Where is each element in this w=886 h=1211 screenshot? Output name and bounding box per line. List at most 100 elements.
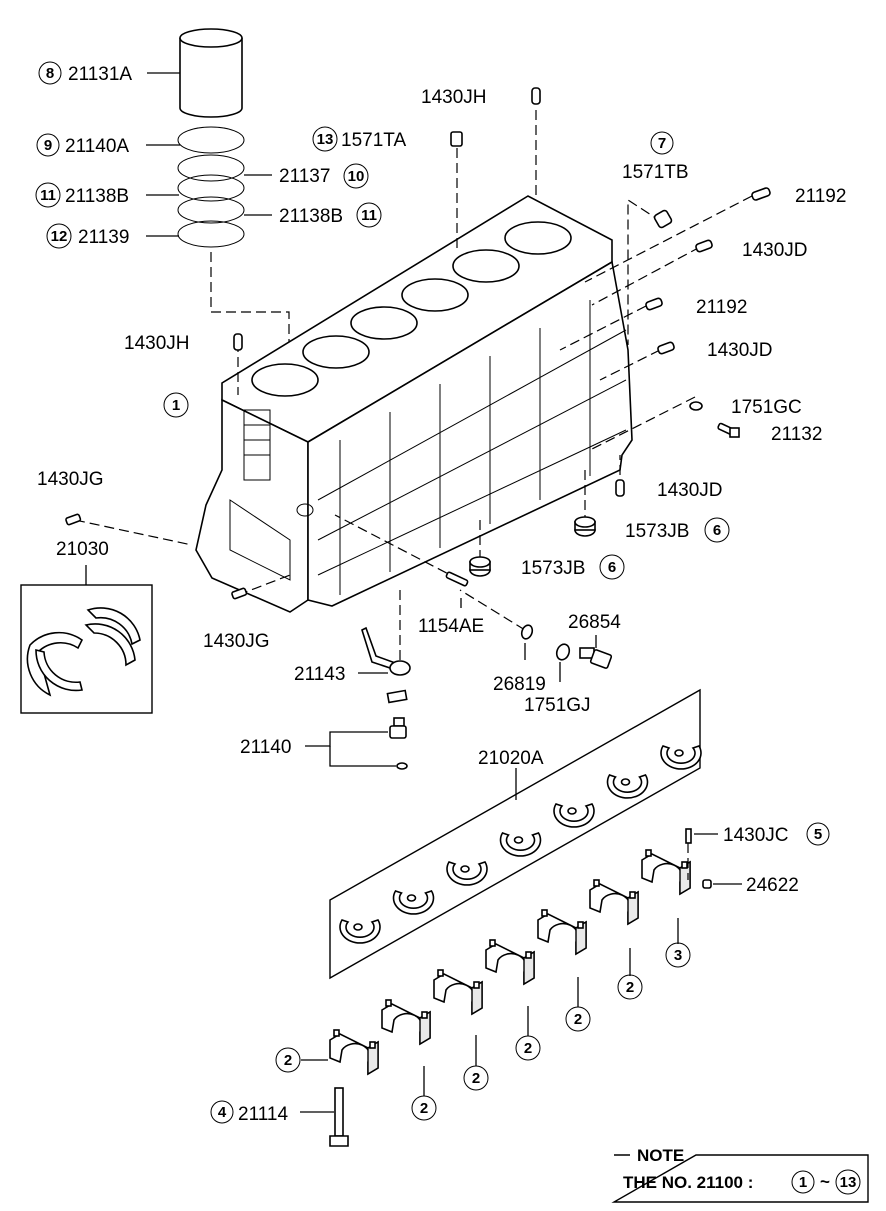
callout-11-right: 11 — [356, 202, 382, 228]
svg-text:10: 10 — [348, 168, 365, 185]
label-21192-b: 21192 — [696, 297, 747, 318]
part-labels: 21131A 21140A 21137 21138B 21138B 21139 … — [37, 64, 846, 1125]
label-1573jb-a: 1573JB — [625, 521, 689, 542]
callout-2-a: 2 — [617, 974, 643, 1000]
label-1571ta: 1571TA — [341, 130, 406, 151]
piston-rings — [177, 126, 245, 248]
label-21114: 21114 — [238, 1104, 288, 1125]
svg-text:6: 6 — [713, 522, 721, 539]
label-1751gc: 1751GC — [731, 397, 802, 418]
callout-2-b: 2 — [565, 1006, 591, 1032]
callout-9: 9 — [36, 133, 60, 157]
main-bearing-cap — [381, 999, 431, 1046]
svg-text:13: 13 — [317, 131, 334, 148]
pin-1430jd-c — [615, 479, 625, 497]
callout-12: 12 — [46, 223, 72, 249]
svg-text:2: 2 — [284, 1052, 292, 1069]
bearing-shell — [606, 774, 649, 799]
callout-2-d: 2 — [463, 1065, 489, 1091]
label-1573jb-b: 1573JB — [521, 558, 585, 579]
label-21131a: 21131A — [68, 64, 132, 85]
label-21030: 21030 — [56, 539, 109, 560]
svg-text:4: 4 — [218, 1104, 227, 1121]
upper-bearing-panel — [329, 688, 702, 980]
svg-text:2: 2 — [626, 979, 634, 996]
main-bearing-cap — [589, 879, 639, 926]
oil-jet-21143 — [361, 626, 411, 704]
pin-1430jd-a — [695, 239, 713, 253]
label-1430jd-b: 1430JD — [707, 340, 773, 361]
svg-text:9: 9 — [44, 137, 52, 154]
bearing-shell — [446, 861, 488, 886]
bearing-shell — [660, 745, 702, 770]
bearing-shell — [339, 919, 381, 944]
main-bearing-cap — [329, 1029, 379, 1076]
bearing-shell — [499, 832, 542, 857]
gasket-1751gj — [555, 643, 571, 661]
note-sep: ~ — [820, 1172, 830, 1191]
callout-6-b: 6 — [599, 554, 625, 580]
stud-1154ae — [445, 571, 469, 587]
callout-13: 13 — [312, 126, 338, 152]
label-21138b-left: 21138B — [65, 186, 129, 207]
svg-text:11: 11 — [361, 207, 377, 224]
bearing-shell — [553, 803, 595, 828]
main-bearing-cap — [641, 849, 691, 896]
label-1430jh-left: 1430JH — [124, 333, 190, 354]
label-21140a: 21140A — [65, 136, 129, 157]
label-21143: 21143 — [294, 664, 345, 685]
callout-3: 3 — [665, 942, 691, 968]
svg-text:3: 3 — [674, 947, 682, 964]
bearing-shell — [392, 890, 435, 915]
bolt-21140 — [389, 717, 408, 770]
svg-text:7: 7 — [658, 135, 666, 152]
label-1430jh-top: 1430JH — [421, 87, 487, 108]
main-bearing-cap — [537, 909, 587, 956]
label-21140: 21140 — [240, 737, 291, 758]
callout-5: 5 — [806, 822, 830, 846]
svg-text:2: 2 — [524, 1040, 532, 1057]
label-21139: 21139 — [78, 227, 129, 248]
svg-text:1: 1 — [172, 397, 180, 414]
dowel-pin-top — [531, 87, 541, 105]
pin-1430jd-b — [657, 341, 675, 355]
callout-11-left: 11 — [35, 182, 61, 208]
label-1430jg-b: 1430JG — [203, 631, 270, 652]
label-21138b-right: 21138B — [279, 206, 343, 227]
label-21132: 21132 — [771, 424, 822, 445]
washer-1751gc — [689, 401, 703, 411]
label-1430jd-c: 1430JD — [657, 480, 723, 501]
label-1430jg-a: 1430JG — [37, 469, 104, 490]
callout-6-a: 6 — [704, 517, 730, 543]
label-24622: 24622 — [746, 875, 799, 896]
note-text: THE NO. 21100 : — [623, 1173, 753, 1192]
thrust-washer-box — [20, 565, 153, 714]
label-26819: 26819 — [493, 674, 546, 695]
pin-1430jg-b — [231, 587, 248, 600]
svg-text:5: 5 — [814, 826, 822, 843]
label-21137: 21137 — [279, 166, 330, 187]
label-1751gj: 1751GJ — [524, 695, 591, 716]
label-1430jd-a: 1430JD — [742, 240, 808, 261]
callout-2-e: 2 — [411, 1095, 437, 1121]
oring-26819 — [520, 624, 534, 640]
note-box: NOTE THE NO. 21100 : 1 ~ 13 — [611, 1146, 869, 1203]
pin-21192-a — [751, 187, 771, 201]
label-26854: 26854 — [568, 612, 621, 633]
note-from: 1 — [799, 1174, 807, 1191]
svg-text:2: 2 — [420, 1100, 428, 1117]
bearing-caps — [329, 849, 691, 1076]
callout-2-c: 2 — [515, 1035, 541, 1061]
callout-8: 8 — [38, 61, 62, 85]
plug-1573jb-b — [469, 556, 491, 577]
label-1154ae: 1154AE — [418, 616, 484, 637]
callout-1: 1 — [163, 392, 189, 418]
svg-text:11: 11 — [40, 187, 56, 204]
label-21192-a: 21192 — [795, 186, 846, 207]
callout-10: 10 — [343, 163, 369, 189]
main-bearing-cap — [433, 969, 483, 1016]
callout-7: 7 — [650, 131, 674, 155]
plug-1571ta — [450, 131, 463, 147]
